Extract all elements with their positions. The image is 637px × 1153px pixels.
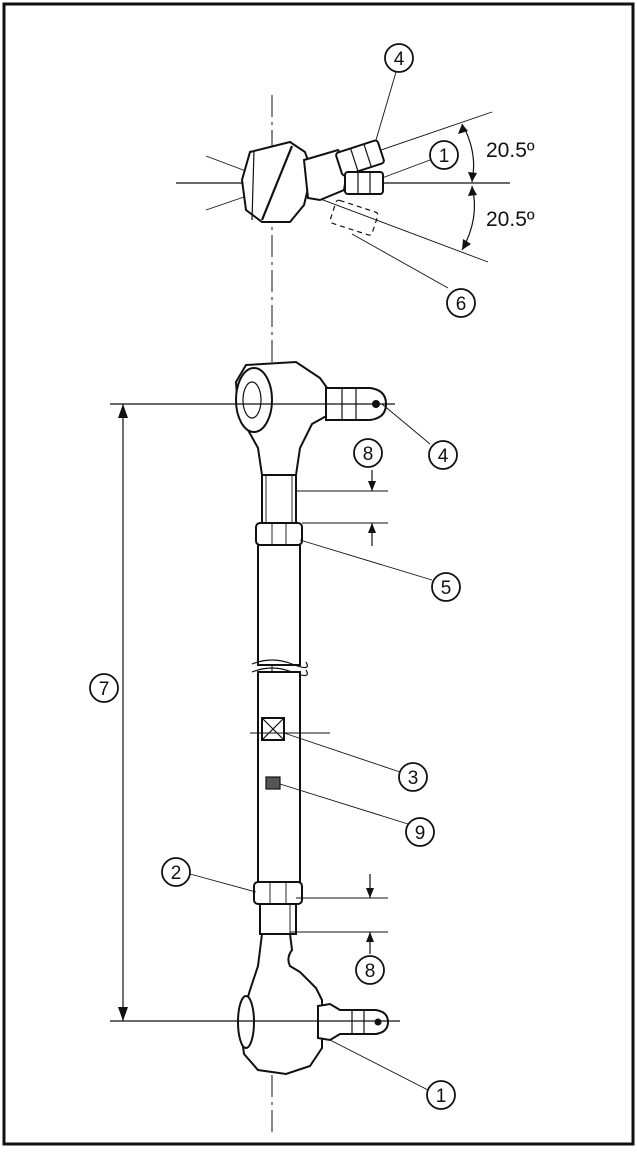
svg-text:9: 9 [415, 823, 426, 844]
lower-stud-hole [374, 1018, 382, 1026]
lower-joint-boot [237, 995, 255, 1049]
leader-5 [299, 539, 433, 581]
svg-text:8: 8 [365, 961, 376, 982]
svg-text:1: 1 [439, 146, 450, 167]
upper-joint-eye [235, 367, 273, 433]
top-stud-1 [344, 171, 384, 195]
upper-thread [261, 474, 297, 524]
svg-text:2: 2 [171, 863, 182, 884]
leader-4-mid [381, 403, 431, 445]
lower-lock-nut [253, 881, 303, 905]
lower-angle-label: 20.5º [486, 208, 535, 231]
lower-arc-arrow-bottom [462, 239, 471, 250]
dimension-8-top [296, 470, 388, 546]
leader-1-bottom [329, 1039, 429, 1091]
svg-text:4: 4 [438, 446, 449, 467]
dimension-7 [118, 404, 128, 1021]
lower-joint-head [238, 933, 323, 1076]
rod-tube-upper [257, 544, 301, 666]
top-joint-edge [251, 149, 255, 221]
callout-7: 7 [89, 673, 119, 703]
top-stud-6-dashed [329, 199, 379, 236]
svg-text:7: 7 [99, 679, 110, 700]
lower-arc-arrow-top [468, 186, 477, 196]
callout-8-top: 8 [353, 438, 383, 468]
svg-text:6: 6 [456, 294, 467, 315]
callout-5: 5 [431, 572, 461, 602]
svg-text:4: 4 [394, 49, 405, 70]
callout-6: 6 [446, 288, 476, 318]
leader-3 [283, 732, 401, 773]
callout-4-top: 4 [384, 43, 414, 73]
break-mark-top [251, 659, 308, 669]
upper-joint-bore [242, 381, 262, 419]
leader-1-top [381, 159, 431, 179]
top-angle-view: 20.5º 20.5º [176, 71, 535, 289]
top-stud-4 [335, 139, 385, 177]
upper-arc-arrow-top [458, 124, 468, 134]
svg-text:8: 8 [363, 444, 374, 465]
callout-1-top: 1 [429, 140, 459, 170]
leader-4-top [375, 71, 397, 141]
leader-9 [279, 783, 409, 825]
callout-4-mid: 4 [428, 440, 458, 470]
dimension-7-arrow-top [118, 404, 128, 418]
dimension-7-arrow-bottom [118, 1007, 128, 1021]
lower-joint-stud [317, 1002, 390, 1042]
callout-2: 2 [161, 857, 191, 887]
leader-2 [189, 873, 257, 893]
svg-text:1: 1 [436, 1086, 447, 1107]
callout-9: 9 [405, 817, 435, 847]
callout-1-bottom: 1 [426, 1080, 456, 1110]
upper-angle-label: 20.5º [486, 139, 535, 162]
top-joint-slot [260, 145, 294, 221]
leader-6 [351, 233, 449, 289]
lower-thread [259, 903, 297, 935]
tie-rod-assembly [110, 360, 400, 1076]
marking-square [265, 776, 281, 790]
callout-3: 3 [398, 762, 428, 792]
dimension-8-bottom [290, 874, 388, 954]
svg-text:5: 5 [441, 578, 452, 599]
svg-text:3: 3 [408, 768, 419, 789]
callout-8-bottom: 8 [355, 955, 385, 985]
upper-lock-nut [255, 522, 303, 546]
upper-arc-arrow-bottom [468, 172, 477, 182]
